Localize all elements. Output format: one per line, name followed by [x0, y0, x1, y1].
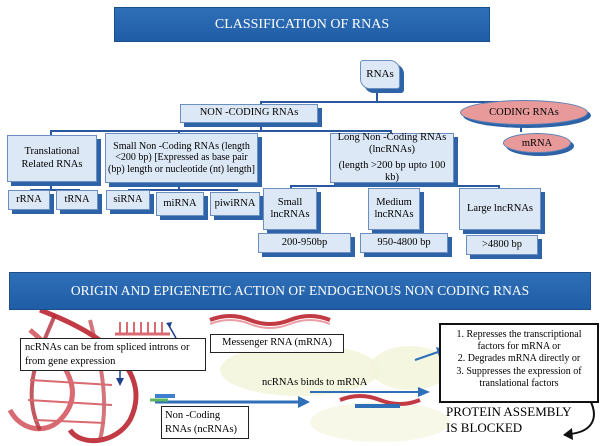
rnas-root-node: RNAs: [360, 60, 400, 89]
messenger-rna-box: Messenger RNA (mRNA): [210, 334, 344, 353]
piwirna-node: piwiRNA: [210, 192, 260, 216]
medium-lncrnas-range: 950-4800 bp: [360, 233, 448, 253]
long-noncoding-rnas-abbr: (lncRNAs): [368, 144, 416, 156]
messenger-rna-label: Messenger RNA (mRNA): [222, 337, 332, 349]
translational-rnas-node: Translational Related RNAs: [7, 135, 97, 182]
rrna-label: rRNA: [16, 193, 42, 205]
ncrna-label: Non -Coding RNAs (ncRNAs): [165, 410, 238, 435]
trna-node: tRNA: [56, 190, 98, 210]
large-lncrnas-range-label: >4800 bp: [481, 238, 523, 250]
small-lncrnas-node: Small lncRNAs: [263, 188, 317, 230]
translational-rnas-label: Translational Related RNAs: [21, 146, 83, 170]
background-blob: [310, 402, 450, 442]
medium-lncrnas-range-label: 950-4800 bp: [377, 236, 431, 248]
ncrna-box: Non -Coding RNAs (ncRNAs): [161, 406, 249, 439]
coding-rnas-node: CODING RNAs: [460, 100, 588, 125]
medium-lncrnas-node: Medium lncRNAs: [368, 188, 420, 230]
origin-note-text: ncRNAs can be from spliced introns or fr…: [25, 342, 190, 367]
tree-connector: [376, 90, 378, 102]
protein-blocked-text: PROTEIN ASSEMBLY IS BLOCKED: [446, 404, 571, 435]
tree-connector: [50, 182, 52, 190]
coding-rnas-label: CODING RNAs: [489, 107, 559, 118]
tree-connector: [290, 185, 292, 190]
tree-connector: [178, 130, 180, 135]
mrna-node: mRNA: [503, 133, 571, 153]
tree-connector: [50, 130, 390, 132]
tree-connector: [260, 101, 520, 103]
binds-label: ncRNAs binds to mRNA: [262, 377, 368, 388]
small-lncrnas-range-label: 200-950bp: [281, 236, 328, 248]
long-noncoding-rnas-length: (length >200 bp upto 100 kb): [338, 159, 446, 183]
tree-connector: [50, 130, 52, 135]
mirna-node: miRNA: [156, 192, 204, 216]
medium-lncrnas-label: Medium lncRNAs: [374, 196, 414, 220]
origin-note-box: ncRNAs can be from spliced introns or fr…: [20, 338, 206, 371]
piwirna-label: piwiRNA: [214, 197, 256, 209]
tree-connector: [260, 122, 262, 132]
tree-connector: [390, 130, 392, 135]
long-noncoding-rnas-node: Long Non -Coding RNAs (lncRNAs) (length …: [330, 131, 454, 183]
large-lncrnas-range: >4800 bp: [466, 235, 538, 255]
noncoding-rnas-node: NON -CODING RNAs: [180, 104, 318, 123]
background-blob: [370, 346, 450, 390]
effect-item: 3. Suppresses the expression of translat…: [456, 365, 582, 389]
tree-connector: [390, 182, 392, 187]
tree-connector: [128, 189, 238, 191]
tree-connector: [498, 228, 500, 234]
origin-banner: ORIGIN AND EPIGENETIC ACTION OF ENDOGENO…: [9, 272, 591, 310]
mrna-strand-icon: [209, 319, 331, 329]
mrna-strand-icon: [209, 314, 331, 326]
effect-item: 1. Represses the transcriptional factors…: [456, 329, 582, 353]
tree-connector: [498, 185, 500, 190]
flow-arrow-icon: [563, 428, 573, 440]
sirna-label: siRNA: [113, 193, 143, 205]
mirna-label: miRNA: [163, 197, 197, 209]
protein-blocked-line: IS BLOCKED: [446, 419, 523, 435]
small-lncrnas-label: Small lncRNAs: [270, 196, 310, 220]
small-noncoding-rnas-label: Small Non -Coding RNAs (length <200 bp) …: [108, 141, 255, 175]
pointer-arrow-icon: [116, 378, 124, 386]
sirna-node: siRNA: [106, 190, 150, 210]
small-noncoding-rnas-node: Small Non -Coding RNAs (length <200 bp) …: [105, 133, 258, 183]
classification-title: CLASSIFICATION OF RNAS: [214, 16, 390, 32]
classification-banner: CLASSIFICATION OF RNAS: [114, 7, 490, 42]
effects-box: 1. Represses the transcriptional factors…: [439, 323, 599, 403]
tree-connector: [520, 122, 522, 132]
rrna-node: rRNA: [8, 190, 50, 210]
tree-connector: [30, 189, 80, 191]
large-lncrnas-label: Large lncRNAs: [467, 202, 533, 214]
flow-arrow-icon: [298, 396, 310, 408]
flow-arrow-icon: [418, 387, 430, 397]
long-noncoding-rnas-label: Long Non -Coding RNAs: [337, 131, 447, 143]
flow-arrow-icon: [414, 351, 439, 361]
large-lncrnas-node: Large lncRNAs: [459, 188, 541, 230]
pointer-arrow-icon: [166, 322, 172, 328]
background-blob: [220, 344, 380, 396]
tree-connector: [393, 228, 395, 234]
rnas-root-label: RNAs: [366, 68, 394, 81]
rna-strand-icon: [115, 322, 170, 336]
bound-complex-icon: [339, 394, 421, 406]
tree-connector: [290, 185, 500, 187]
effect-item: 2. Degrades mRNA directly or: [457, 353, 581, 365]
mrna-label: mRNA: [521, 137, 553, 149]
dna-helix-icon: [7, 310, 139, 444]
trna-label: tRNA: [64, 193, 90, 205]
origin-title: ORIGIN AND EPIGENETIC ACTION OF ENDOGENO…: [70, 283, 530, 299]
tree-connector: [178, 182, 180, 190]
flow-arrow-icon: [569, 399, 595, 435]
protein-blocked-line: PROTEIN ASSEMBLY: [446, 404, 572, 419]
small-lncrnas-range: 200-950bp: [258, 233, 351, 253]
noncoding-rnas-label: NON -CODING RNAs: [199, 107, 299, 119]
tree-connector: [290, 228, 292, 234]
